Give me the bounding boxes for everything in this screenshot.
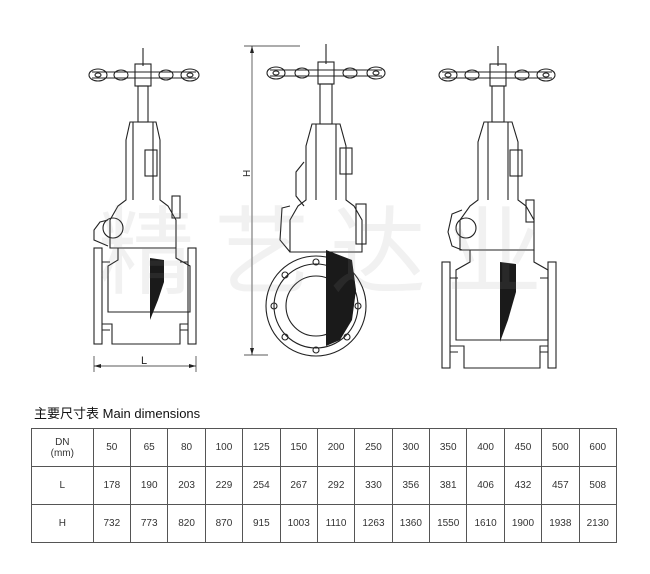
table-cell: 356 [391, 466, 431, 505]
table-cell: 350 [428, 428, 468, 467]
table-cell: 150 [279, 428, 318, 467]
valve-drawings: H L [88, 44, 557, 372]
table-cell: 732 [92, 504, 132, 543]
table-cell: 330 [354, 466, 393, 505]
table-cell: 1003 [279, 504, 318, 543]
valve-drawing-side-view [88, 48, 200, 372]
table-cell: 1900 [503, 504, 543, 543]
table-cell: 190 [129, 466, 169, 505]
dimension-l-label: L [141, 355, 147, 367]
table-cell: 254 [242, 466, 281, 505]
table-cell: 2130 [578, 504, 617, 543]
row-header: L [31, 466, 94, 505]
table-cell: 457 [541, 466, 580, 505]
table-cell: 267 [279, 466, 318, 505]
valve-drawing-front-view [244, 44, 386, 357]
table-cell: 80 [167, 428, 206, 467]
table-cell: 100 [204, 428, 244, 467]
table-cell: 915 [242, 504, 281, 543]
table-cell: 1110 [316, 504, 356, 543]
table-cell: 508 [578, 466, 617, 505]
table-cell: 381 [428, 466, 468, 505]
table-cell: 300 [391, 428, 431, 467]
table-cell: 773 [129, 504, 169, 543]
table-cell: 250 [354, 428, 393, 467]
table-title: 主要尺寸表 Main dimensions [34, 406, 201, 421]
table-cell: 500 [541, 428, 580, 467]
table-cell: 1360 [391, 504, 431, 543]
table-cell: 65 [129, 428, 169, 467]
table-cell: 406 [466, 466, 505, 505]
row-header: DN(mm) [31, 428, 94, 467]
table-cell: 203 [167, 466, 206, 505]
table-cell: 125 [242, 428, 281, 467]
table-cell: 229 [204, 466, 244, 505]
table-cell: 1938 [541, 504, 580, 543]
row-header: H [31, 504, 94, 543]
table-cell: 292 [316, 466, 356, 505]
table-cell: 600 [578, 428, 617, 467]
dimension-h-label: H [242, 170, 253, 177]
table-cell: 820 [167, 504, 206, 543]
table-cell: 450 [503, 428, 543, 467]
table-cell: 1550 [428, 504, 468, 543]
valve-drawing-side-view-2 [438, 46, 557, 369]
table-cell: 400 [466, 428, 505, 467]
table-cell: 1610 [466, 504, 505, 543]
table-cell: 200 [316, 428, 356, 467]
table-cell: 178 [92, 466, 132, 505]
table-cell: 870 [204, 504, 244, 543]
table-cell: 1263 [354, 504, 393, 543]
table-cell: 50 [92, 428, 132, 467]
table-cell: 432 [503, 466, 543, 505]
